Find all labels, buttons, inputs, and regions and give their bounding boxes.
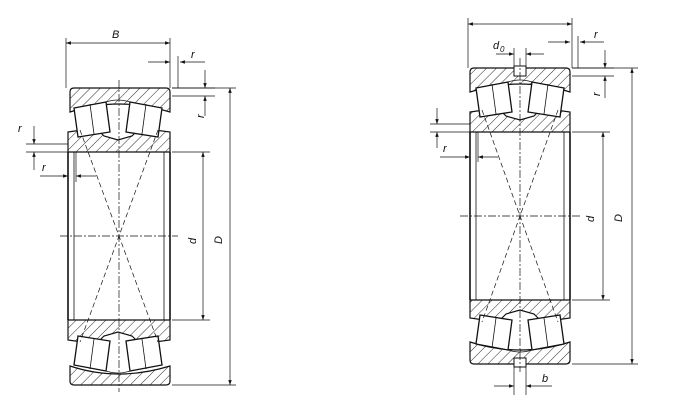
left-roller-line xyxy=(89,103,95,135)
groove-diameter-subscript: 0 xyxy=(500,45,505,54)
radius-label-left-top: r xyxy=(18,123,23,135)
outer-label: D xyxy=(613,214,625,222)
left-outer-ring-bottom xyxy=(69,365,171,386)
groove-diameter-label: d xyxy=(493,40,500,52)
radius-label-left: r xyxy=(443,143,448,155)
left-roller-line xyxy=(141,338,147,370)
left-roller-line xyxy=(141,103,147,135)
radius-label-top: r xyxy=(594,29,599,41)
left-bearing: B r r r r d D xyxy=(18,29,236,392)
right-roller-line xyxy=(491,83,497,115)
bore-label: d xyxy=(585,215,597,222)
groove-width-label: b xyxy=(542,373,548,385)
radius-label-top: r xyxy=(191,49,196,61)
width-label: B xyxy=(112,29,119,41)
left-roller-line xyxy=(89,338,95,370)
right-contact-line xyxy=(481,109,559,323)
radius-label-left-bottom: r xyxy=(42,162,47,174)
right-roller-line xyxy=(543,83,549,115)
radius-label-side: r xyxy=(591,91,603,96)
radius-label-side: r xyxy=(195,113,207,118)
outer-label: D xyxy=(213,236,225,244)
left-cage-bottom xyxy=(105,370,131,374)
bore-label: d xyxy=(187,237,199,244)
right-roller-line xyxy=(491,317,497,349)
right-roller-line xyxy=(543,317,549,349)
right-bearing: d 0 r r r d D b xyxy=(430,18,638,395)
left-contact-line xyxy=(79,129,159,343)
left-cage-top xyxy=(105,99,131,103)
